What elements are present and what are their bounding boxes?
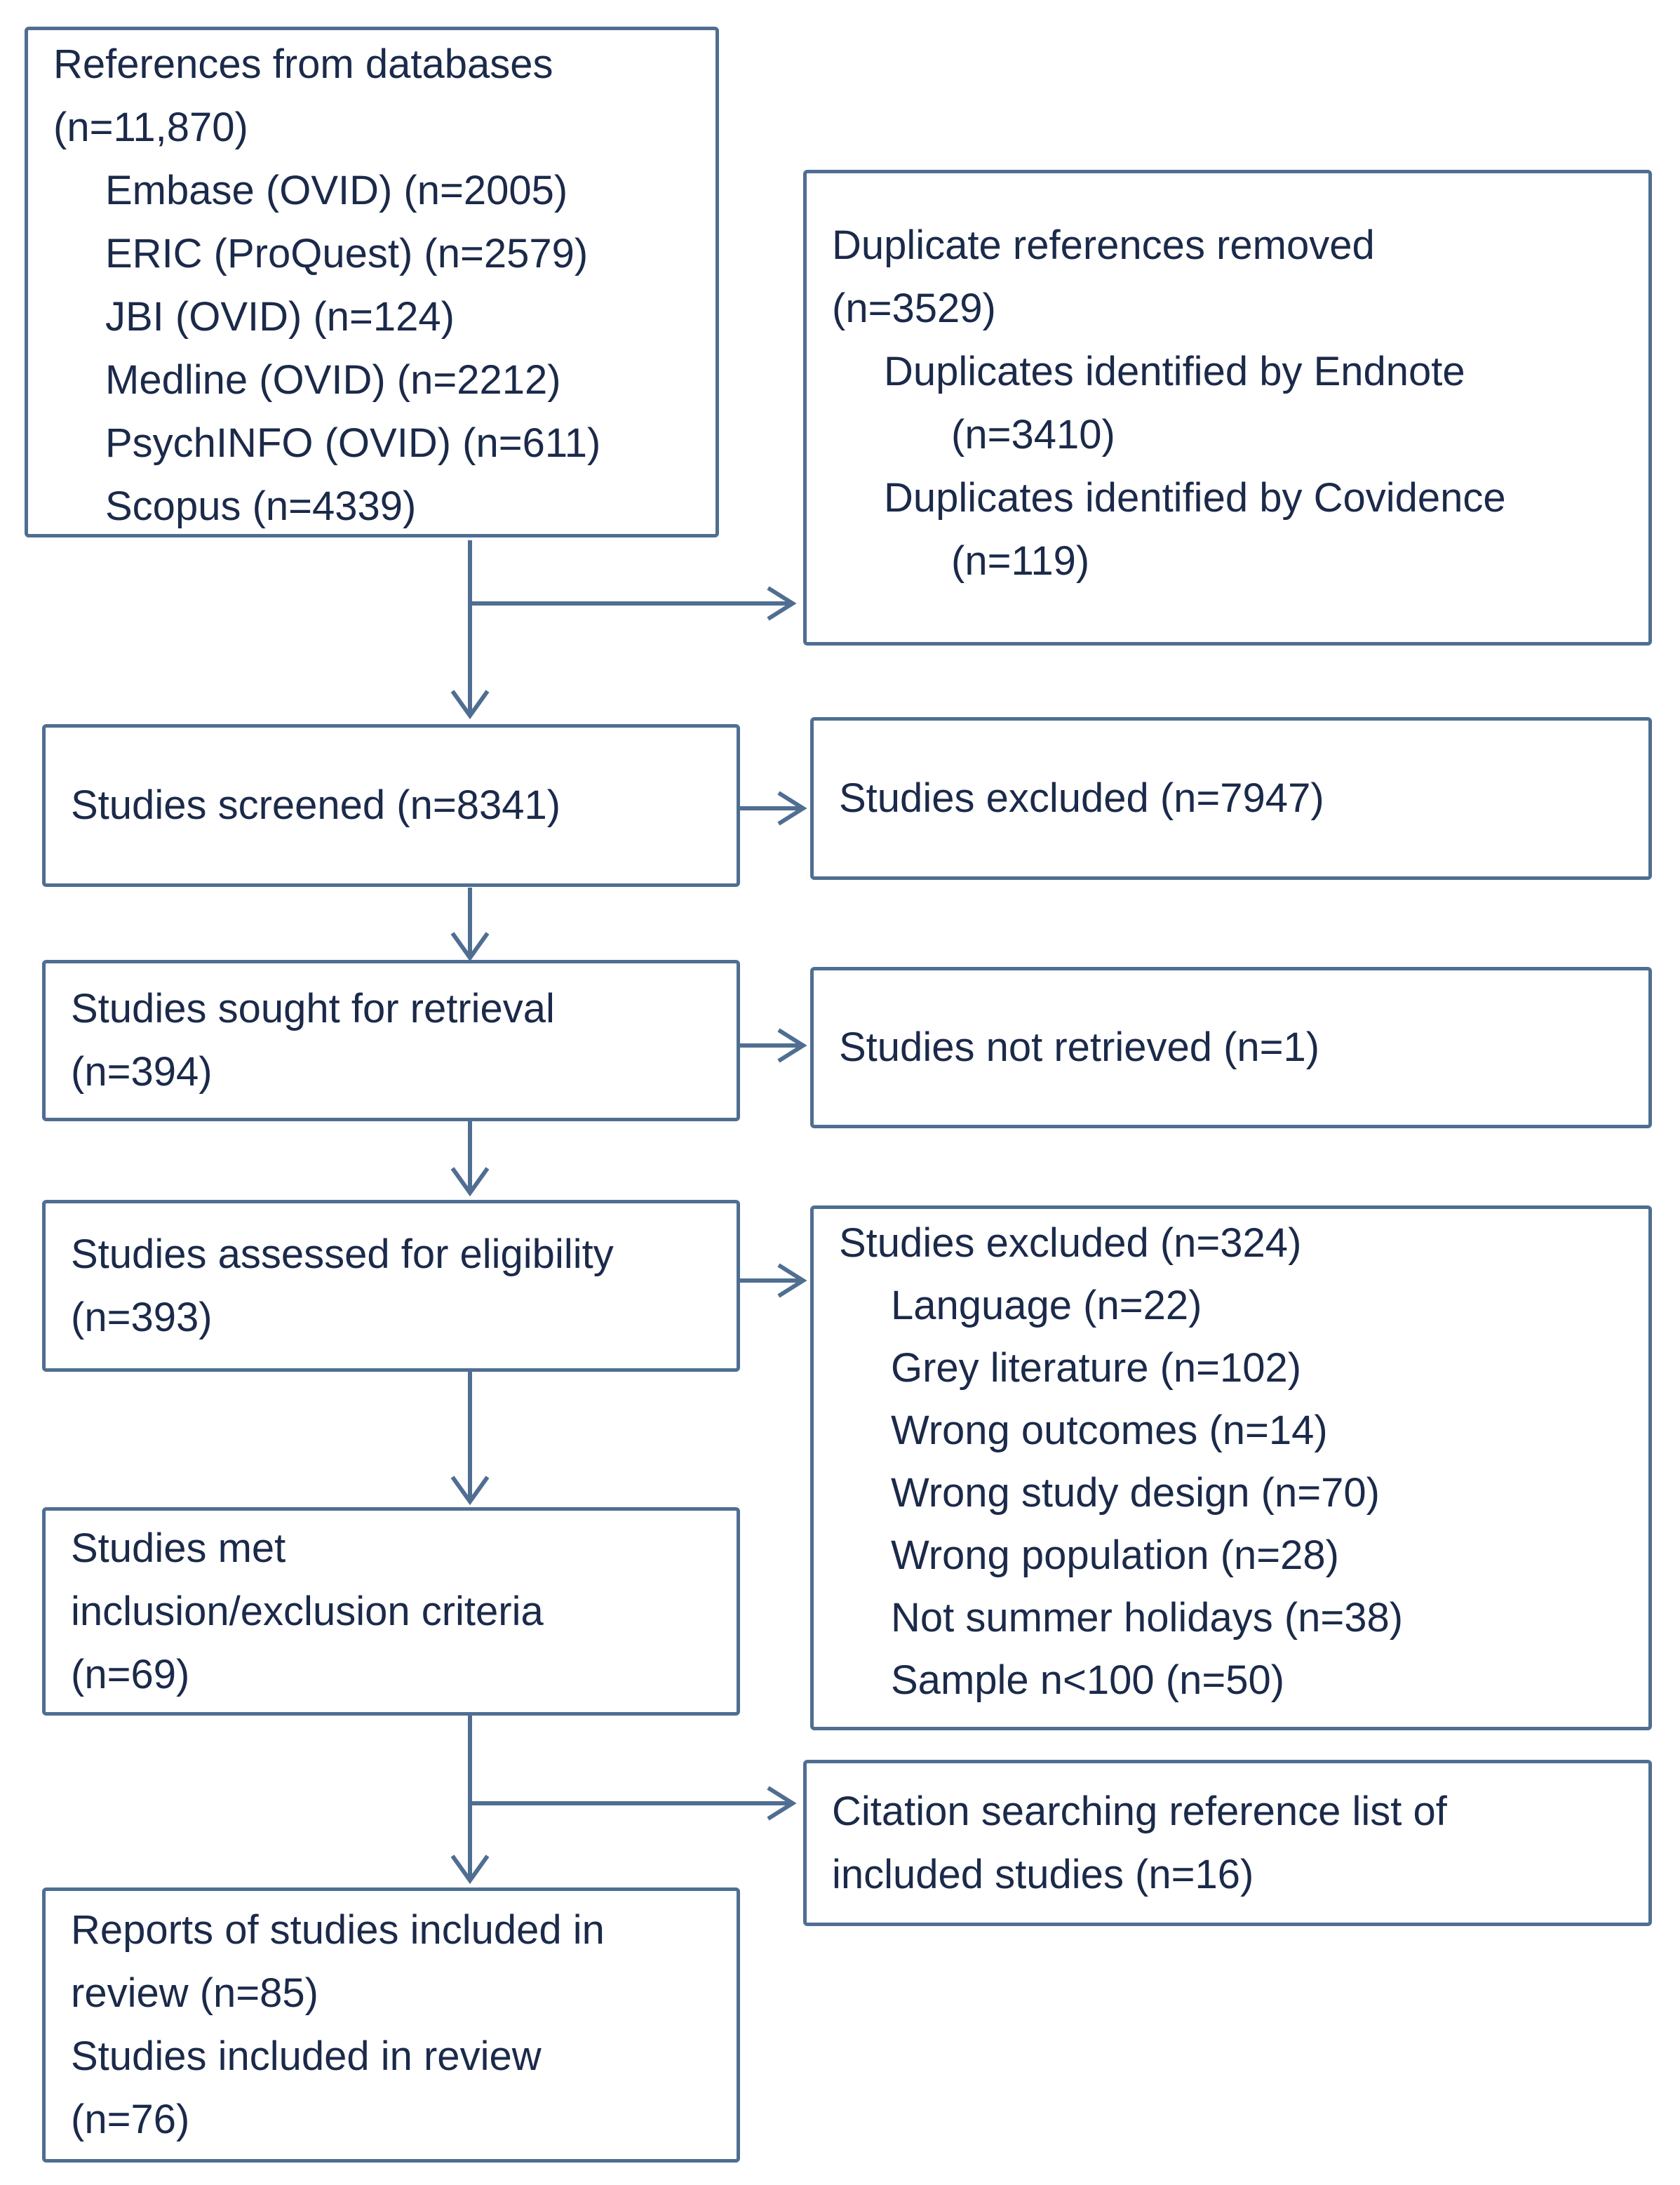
box-studies-included: Reports of studies included in review (n… (42, 1887, 740, 2163)
arrow-to-duplicates (470, 586, 797, 621)
excluded-not-summer: Not summer holidays (n=38) (891, 1595, 1404, 1641)
excluded-sample-size: Sample n<100 (n=50) (891, 1657, 1285, 1703)
excluded-wrong-outcomes: Wrong outcomes (n=14) (891, 1408, 1328, 1453)
duplicates-count: (n=3529) (832, 286, 996, 331)
arrow-sought-to-not-retrieved (740, 1028, 807, 1063)
box-studies-assessed: Studies assessed for eligibility (n=393) (42, 1200, 740, 1372)
met-label: Studies met (71, 1525, 286, 1571)
box-citation-searching: Citation searching reference list of inc… (803, 1760, 1652, 1926)
arrow-screened-to-sought (450, 888, 490, 962)
arrow-met-to-included (450, 1716, 490, 1885)
assessed-count: (n=393) (71, 1294, 213, 1340)
box-studies-sought: Studies sought for retrieval (n=394) (42, 960, 740, 1121)
excluded-wrong-population: Wrong population (n=28) (891, 1532, 1339, 1578)
arrow-screened-to-excluded (740, 791, 807, 826)
included-reports-count: review (n=85) (71, 1970, 318, 2016)
excluded-grey-literature: Grey literature (n=102) (891, 1345, 1302, 1391)
box-studies-excluded-full-text: Studies excluded (n=324) Language (n=22)… (810, 1205, 1652, 1730)
duplicates-title: Duplicate references removed (832, 222, 1375, 268)
databases-jbi: JBI (OVID) (n=124) (105, 294, 455, 340)
box-studies-not-retrieved: Studies not retrieved (n=1) (810, 967, 1652, 1128)
databases-count: (n=11,870) (53, 105, 248, 150)
arrow-to-citation (470, 1786, 797, 1821)
databases-embase: Embase (OVID) (n=2005) (105, 168, 568, 213)
sought-label: Studies sought for retrieval (71, 986, 555, 1031)
excluded-language: Language (n=22) (891, 1283, 1202, 1328)
assessed-label: Studies assessed for eligibility (71, 1231, 614, 1277)
excluded-full-title: Studies excluded (n=324) (839, 1220, 1302, 1266)
arrow-assessed-to-excluded (740, 1263, 807, 1298)
met-count: (n=69) (71, 1651, 190, 1697)
excluded-wrong-design: Wrong study design (n=70) (891, 1470, 1380, 1516)
databases-psychinfo: PsychINFO (OVID) (n=611) (105, 420, 601, 466)
included-studies: Studies included in review (71, 2033, 542, 2079)
box-studies-excluded-screening: Studies excluded (n=7947) (810, 717, 1652, 880)
met-criteria: inclusion/exclusion criteria (71, 1588, 544, 1634)
box-references-from-databases: References from databases (n=11,870) Emb… (25, 27, 719, 537)
excluded-screen-label: Studies excluded (n=7947) (839, 775, 1324, 821)
sought-count: (n=394) (71, 1049, 213, 1095)
citation-count: included studies (n=16) (832, 1851, 1254, 1897)
screened-label: Studies screened (n=8341) (71, 782, 561, 828)
arrow-assessed-to-met (450, 1372, 490, 1506)
not-retrieved-label: Studies not retrieved (n=1) (839, 1024, 1320, 1070)
box-studies-screened: Studies screened (n=8341) (42, 724, 740, 887)
arrow-databases-to-screened (450, 540, 490, 720)
citation-label: Citation searching reference list of (832, 1788, 1447, 1834)
box-duplicates-removed: Duplicate references removed (n=3529) Du… (803, 170, 1652, 646)
duplicates-endnote-count: (n=3410) (951, 412, 1115, 457)
databases-medline: Medline (OVID) (n=2212) (105, 357, 561, 403)
duplicates-covidence: Duplicates identified by Covidence (884, 475, 1506, 521)
databases-title: References from databases (53, 41, 553, 87)
box-studies-met-criteria: Studies met inclusion/exclusion criteria… (42, 1507, 740, 1716)
arrow-sought-to-assessed (450, 1121, 490, 1197)
duplicates-endnote: Duplicates identified by Endnote (884, 349, 1465, 394)
included-studies-count: (n=76) (71, 2097, 190, 2142)
duplicates-covidence-count: (n=119) (951, 538, 1090, 584)
databases-scopus: Scopus (n=4339) (105, 483, 417, 529)
databases-eric: ERIC (ProQuest) (n=2579) (105, 231, 589, 276)
included-reports: Reports of studies included in (71, 1907, 605, 1953)
